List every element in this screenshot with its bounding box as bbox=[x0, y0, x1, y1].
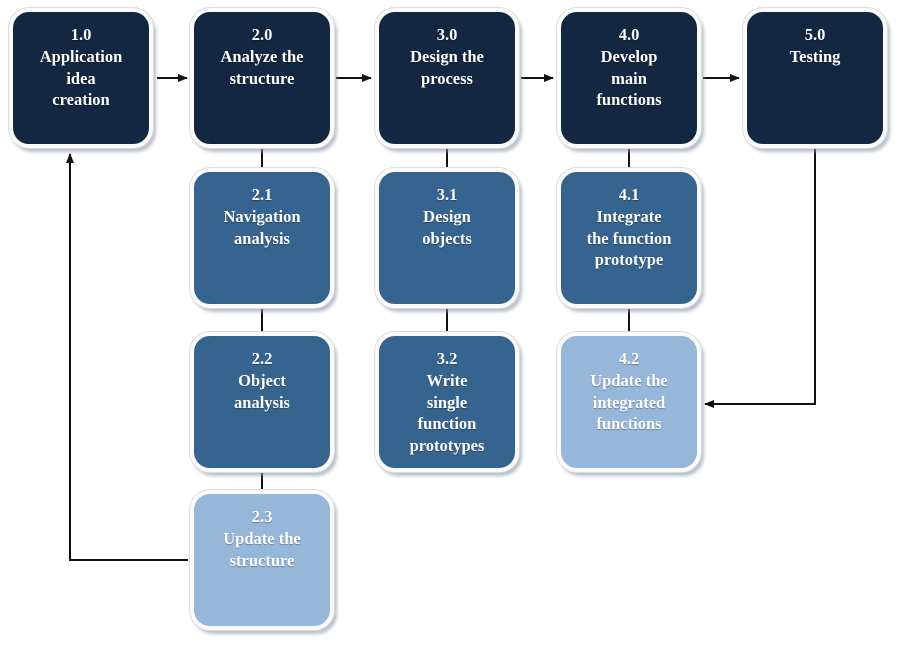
node-4-2-update-the-integrated-functions: 4.2 Update the integrated functions bbox=[557, 332, 701, 472]
node-4-0-develop-main-functions: 4.0 Develop main functions bbox=[557, 8, 701, 148]
node-label: 3.2 Write single function prototypes bbox=[409, 349, 485, 456]
node-label: 4.2 Update the integrated functions bbox=[590, 349, 668, 434]
node-2-3-update-the-structure: 2.3 Update the structure bbox=[190, 490, 334, 630]
node-label: 2.0 Analyze the structure bbox=[220, 25, 304, 88]
node-label: 2.2 Object analysis bbox=[234, 349, 290, 412]
node-2-0-analyze-the-structure: 2.0 Analyze the structure bbox=[190, 8, 334, 148]
node-label: 2.1 Navigation analysis bbox=[223, 185, 301, 248]
node-2-2-object-analysis: 2.2 Object analysis bbox=[190, 332, 334, 472]
node-1-0-application-idea-creation: 1.0 Application idea creation bbox=[9, 8, 153, 148]
arrow-2-3-to-1-0 bbox=[66, 153, 188, 561]
node-label: 3.1 Design objects bbox=[422, 185, 472, 248]
node-label: 4.0 Develop main functions bbox=[596, 25, 662, 110]
node-3-2-write-single-function-prototypes: 3.2 Write single function prototypes bbox=[375, 332, 519, 472]
arrow-5-0-to-4-2 bbox=[704, 146, 816, 408]
node-5-0-testing: 5.0 Testing bbox=[743, 8, 887, 148]
node-label: 3.0 Design the process bbox=[410, 25, 484, 88]
node-2-1-navigation-analysis: 2.1 Navigation analysis bbox=[190, 168, 334, 308]
node-label: 4.1 Integrate the function prototype bbox=[586, 185, 672, 270]
node-label: 1.0 Application idea creation bbox=[39, 25, 123, 110]
node-label: 5.0 Testing bbox=[789, 25, 841, 66]
node-3-1-design-objects: 3.1 Design objects bbox=[375, 168, 519, 308]
node-3-0-design-the-process: 3.0 Design the process bbox=[375, 8, 519, 148]
node-label: 2.3 Update the structure bbox=[223, 507, 301, 570]
node-4-1-integrate-the-function-prototype: 4.1 Integrate the function prototype bbox=[557, 168, 701, 308]
